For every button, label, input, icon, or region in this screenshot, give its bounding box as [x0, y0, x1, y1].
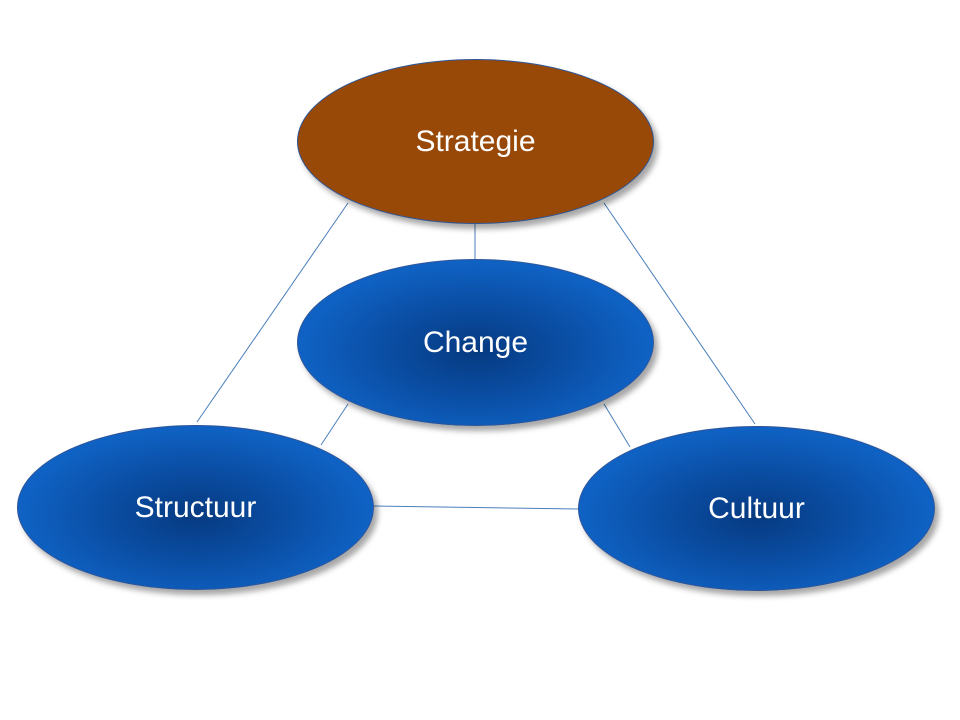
edge-structuur-cultuur [373, 505, 579, 510]
edge-strategie-cultuur [603, 202, 756, 425]
edge-change-structuur [320, 403, 349, 446]
edge-change-cultuur [603, 403, 631, 448]
node-change: Change [297, 259, 654, 426]
node-strategie: Strategie [297, 59, 654, 224]
edge-strategie-structuur [196, 202, 349, 423]
node-cultuur: Cultuur [578, 426, 935, 591]
node-label-strategie: Strategie [415, 124, 536, 158]
node-label-change: Change [422, 325, 529, 359]
node-structuur: Structuur [17, 425, 374, 590]
node-label-structuur: Structuur [134, 490, 257, 524]
node-label-cultuur: Cultuur [708, 491, 805, 525]
